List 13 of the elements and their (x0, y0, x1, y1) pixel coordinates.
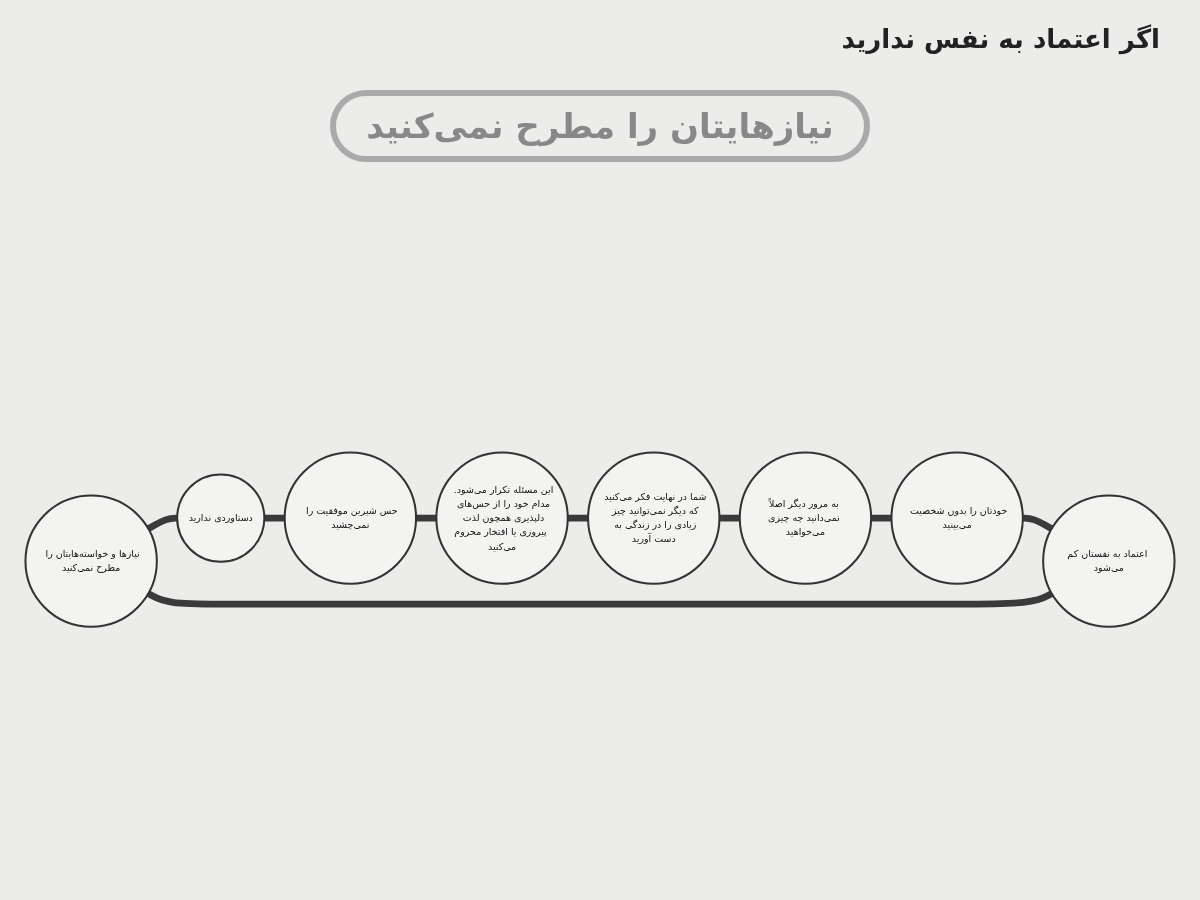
diagram-title: اگر اعتماد به نفس ندارید (841, 24, 1160, 54)
node-circle: شما در نهایت فکر می‌کنید که دیگر نمی‌توانید چیز زیادی را در زندگی به دست آورید (587, 451, 721, 586)
cycle-center-label: نیازهایتان را مطرح نمی‌کنید (330, 90, 870, 162)
node-circle: خودتان را بدون شخصیت می‌بینید (890, 451, 1024, 586)
connector (146, 590, 1054, 608)
connector (262, 515, 287, 522)
connector (717, 515, 742, 522)
node-circle: این مسئله تکرار می‌شود. مدام خود را از حس‌های دلپذیری همچون لذت پیروزی یا افتخار محروم می‌کنید (435, 451, 569, 586)
node-circle: نیازها و خواسته‌هایتان را مطرح نمی‌کنید (24, 494, 158, 629)
node-circle: حس شیرین موفقیت را نمی‌چشید (283, 451, 418, 586)
node-circle: اعتماد به نفستان کم می‌شود (1042, 494, 1176, 629)
node-circle: به مرور دیگر اصلاً نمی‌دانید چه چیزی می‌خواهید (738, 451, 873, 586)
node-circle: دستاوردی ندارید (176, 473, 266, 564)
